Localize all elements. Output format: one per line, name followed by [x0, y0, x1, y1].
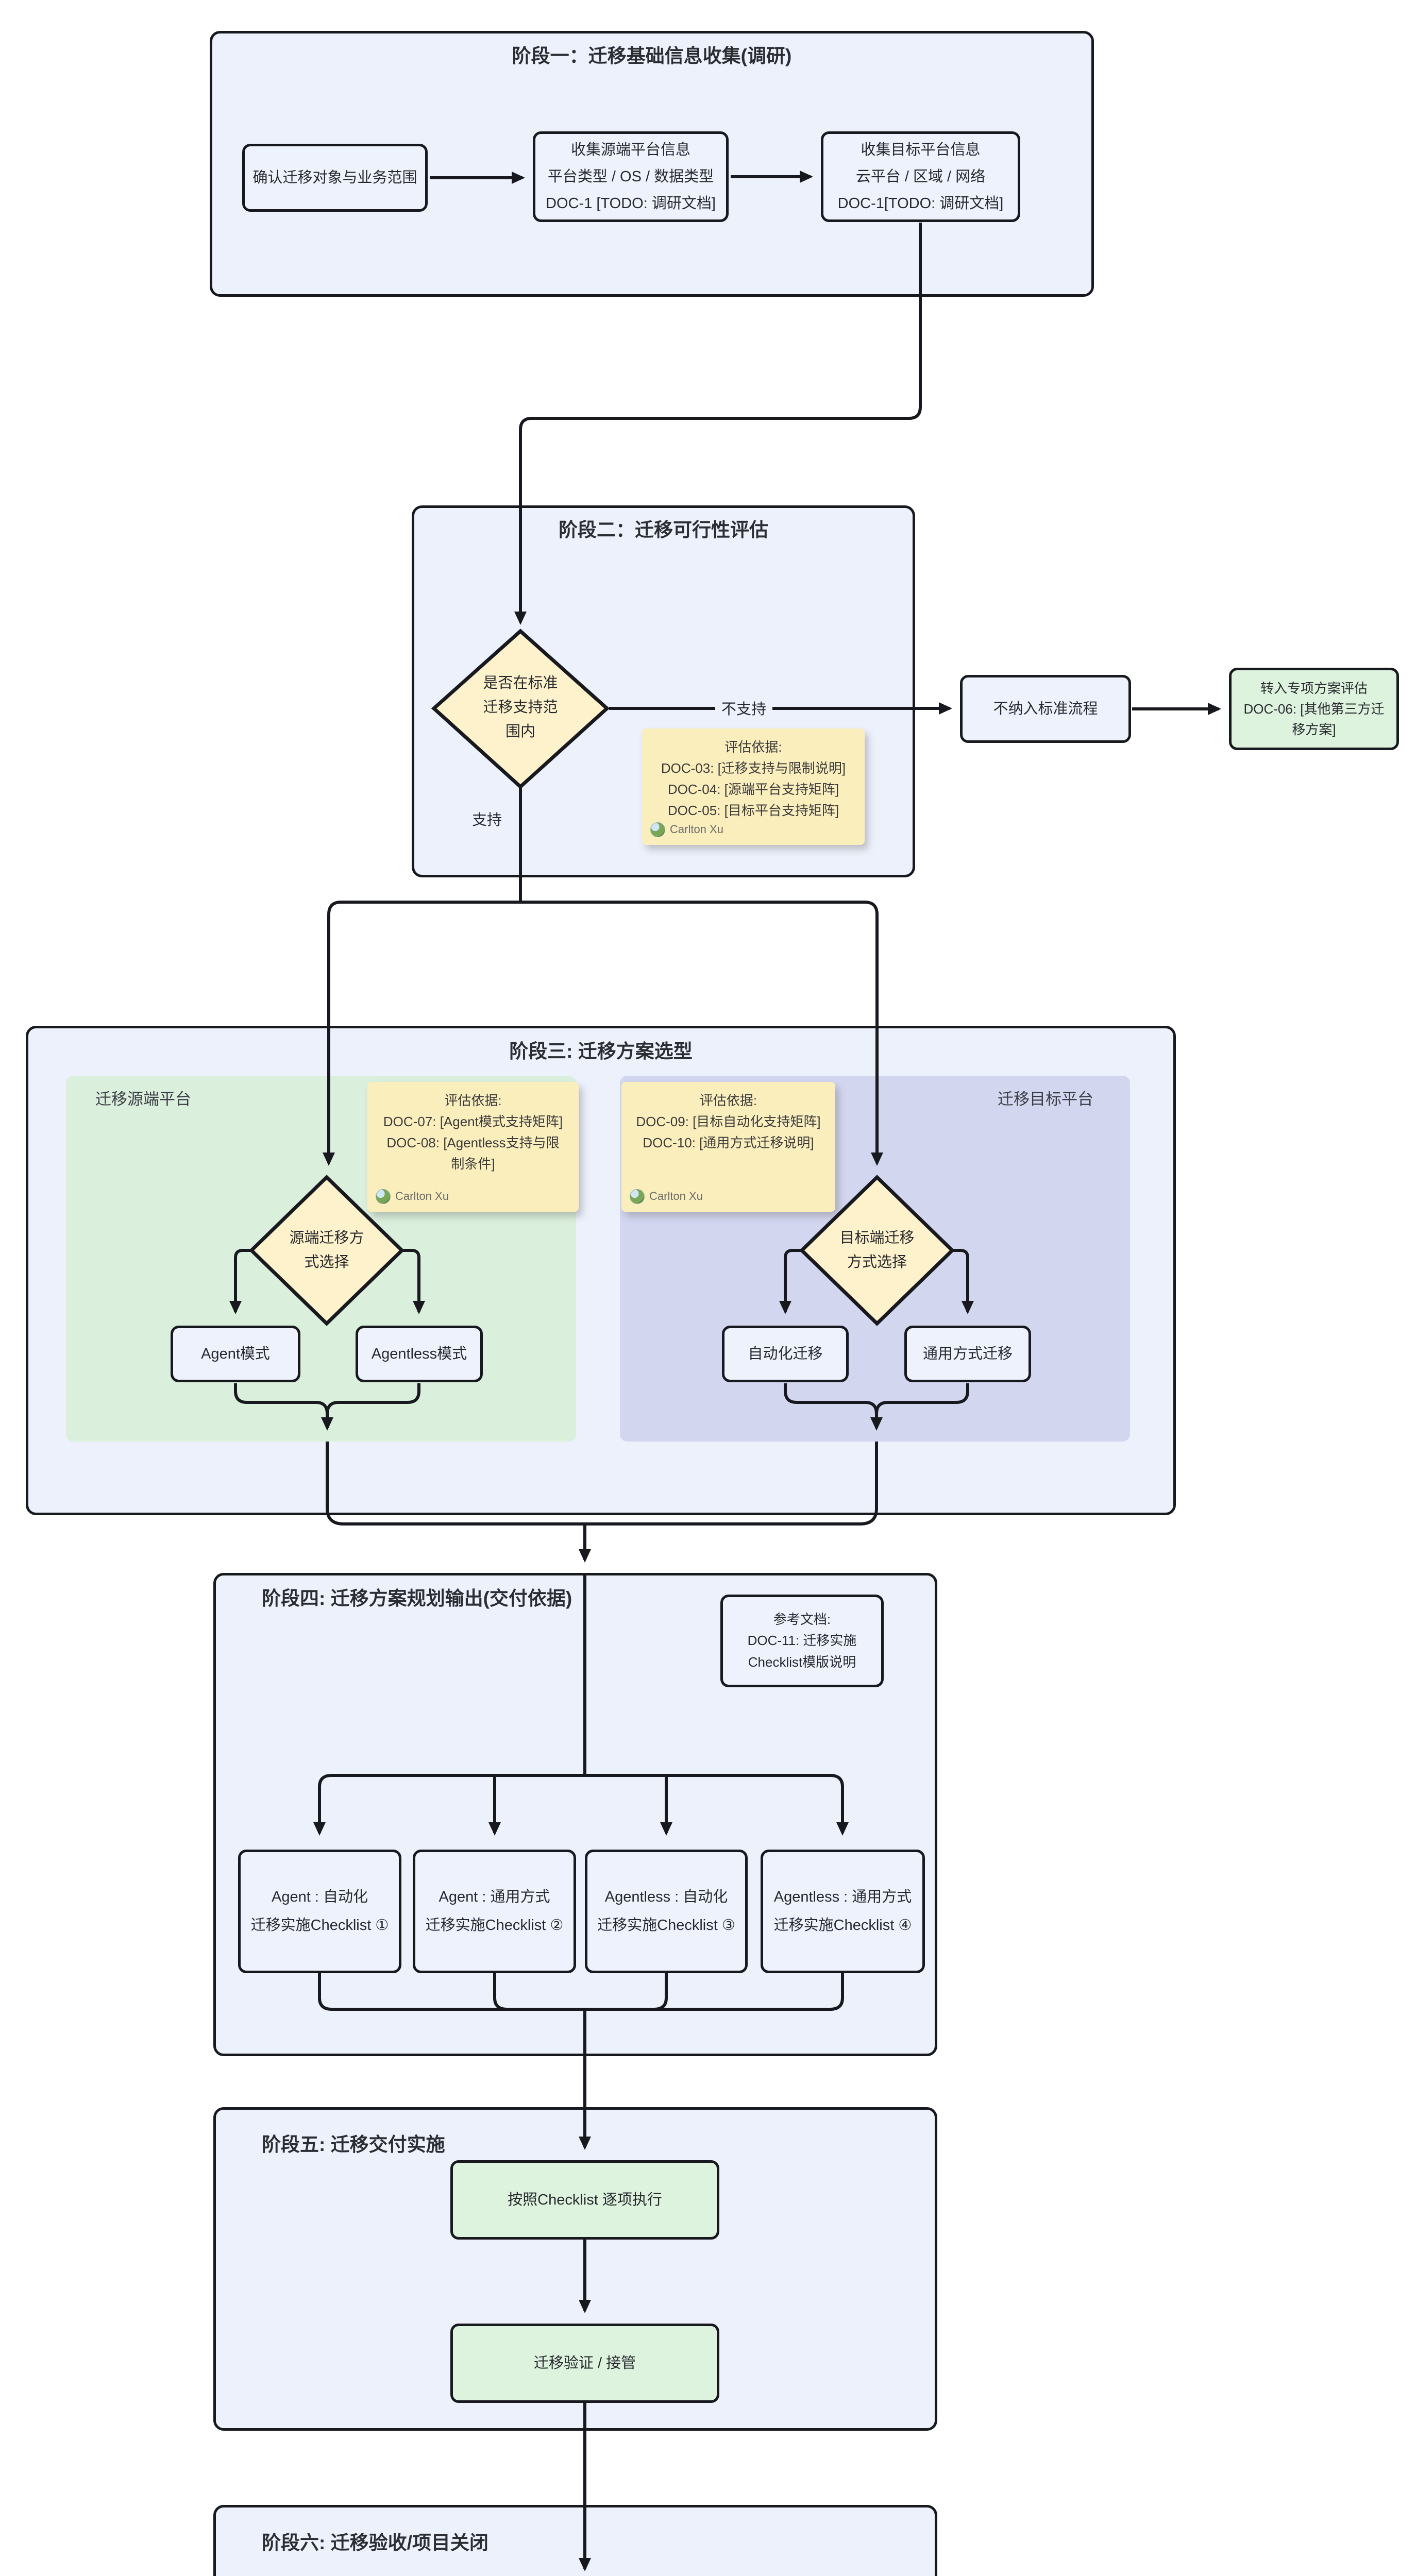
node-text: Agentless : 自动化 — [604, 1888, 728, 1905]
note-feasibility-lines: 评估依据: DOC-03: [迁移支持与限制说明] DOC-04: [源端平台支… — [642, 737, 865, 821]
note-line: DOC-07: [Agent模式支持矩阵] — [383, 1114, 563, 1130]
node-text: 迁移实施Checklist ③ — [597, 1917, 735, 1934]
note-line: DOC-09: [目标自动化支持矩阵] — [636, 1114, 821, 1130]
node-checklist-agent-generic: Agent : 通用方式 迁移实施Checklist ② — [413, 1850, 576, 1973]
carlton-xu-avatar-icon — [376, 1189, 391, 1205]
decision-source-method-diamond — [248, 1175, 405, 1326]
node-checklist-agent-auto: Agent : 自动化 迁移实施Checklist ① — [238, 1850, 401, 1973]
note-line: 评估依据: — [444, 1093, 502, 1108]
source-panel-label: 迁移源端平台 — [95, 1090, 191, 1108]
node-confirm-scope: 确认迁移对象与业务范围 — [242, 144, 428, 212]
node-text: 参考文档: — [773, 1611, 831, 1627]
note-line: 评估依据: — [699, 1093, 757, 1108]
node-checklist-agentless-auto: Agentless : 自动化 迁移实施Checklist ③ — [585, 1850, 748, 1973]
node-text: 平台类型 / OS / 数据类型 — [547, 168, 714, 185]
node-text: 迁移实施Checklist ④ — [773, 1917, 912, 1934]
node-text: 按照Checklist 逐项执行 — [508, 2191, 662, 2208]
node-text: DOC-1[TODO: 调研文档] — [837, 195, 1004, 212]
phase-5-title: 阶段五: 迁移交付实施 — [262, 2134, 445, 2155]
carlton-xu-avatar-icon — [650, 822, 665, 838]
node-text: 迁移验证 / 接管 — [533, 2354, 636, 2371]
watermark-name: Carlton Xu — [395, 1190, 449, 1203]
node-text: 通用方式迁移 — [922, 1345, 1013, 1362]
phase-4-title: 阶段四: 迁移方案规划输出(交付依据) — [262, 1588, 572, 1609]
node-text: 迁移实施Checklist ② — [425, 1917, 564, 1934]
node-text: 自动化迁移 — [748, 1345, 823, 1362]
phase-6-title: 阶段六: 迁移验收/项目关闭 — [262, 2532, 488, 2553]
decision-line: 目标端迁移 — [839, 1230, 915, 1246]
decision-line: 是否在标准 — [483, 675, 558, 691]
note-line: DOC-04: [源端平台支持矩阵] — [667, 782, 839, 798]
decision-target-method-diamond — [799, 1175, 955, 1326]
node-not-standard-process: 不纳入标准流程 — [960, 675, 1131, 743]
decision-line: 源端迁移方 — [289, 1230, 364, 1246]
node-agentless-mode: Agentless模式 — [356, 1326, 483, 1382]
node-text: 迁移实施Checklist ① — [250, 1917, 389, 1934]
watermark: Carlton Xu — [650, 821, 723, 839]
note-line: 制条件] — [451, 1156, 495, 1172]
node-text: Agent : 通用方式 — [439, 1888, 550, 1905]
node-text: Agentless : 通用方式 — [773, 1888, 912, 1905]
node-text: 移方案] — [1292, 722, 1336, 738]
note-line: DOC-03: [迁移支持与限制说明] — [661, 760, 846, 776]
phase-6-container — [213, 2505, 937, 2576]
note-line: 评估依据: — [724, 739, 782, 755]
node-text: Checklist模版说明 — [748, 1654, 856, 1670]
decision-target-method-label: 目标端迁移 方式选择 — [805, 1226, 949, 1275]
node-special-assessment: 转入专项方案评估 DOC-06: [其他第三方迁 移方案] — [1229, 668, 1399, 750]
phase-2-title: 阶段二：迁移可行性评估 — [559, 519, 768, 540]
node-text: 转入专项方案评估 — [1260, 680, 1368, 696]
node-text: DOC-11: 迁移实施 — [747, 1633, 857, 1649]
decision-source-method-label: 源端迁移方 式选择 — [255, 1226, 399, 1275]
node-text: DOC-06: [其他第三方迁 — [1243, 701, 1385, 717]
phase-3-title: 阶段三: 迁移方案选型 — [509, 1041, 693, 1062]
decision-line: 迁移支持范 — [483, 699, 558, 716]
node-text: 云平台 / 区域 / 网络 — [855, 168, 986, 185]
carlton-xu-avatar-icon — [630, 1189, 645, 1205]
phase-1-title: 阶段一：迁移基础信息收集(调研) — [512, 45, 792, 66]
decision-line: 方式选择 — [847, 1253, 907, 1270]
note-source-assessment-basis: 评估依据: DOC-07: [Agent模式支持矩阵] DOC-08: [Age… — [367, 1082, 579, 1212]
node-text: 不纳入标准流程 — [993, 700, 1098, 717]
note-line: DOC-10: [通用方式迁移说明] — [643, 1135, 814, 1151]
target-panel-label: 迁移目标平台 — [998, 1090, 1093, 1108]
edge-label-supported: 支持 — [471, 812, 502, 828]
node-collect-target: 收集目标平台信息 云平台 / 区域 / 网络 DOC-1[TODO: 调研文档] — [821, 131, 1020, 222]
decision-line: 式选择 — [304, 1253, 349, 1270]
note-source-lines: 评估依据: DOC-07: [Agent模式支持矩阵] DOC-08: [Age… — [367, 1090, 579, 1175]
decision-standard-support-label: 是否在标准 迁移支持范 围内 — [448, 671, 593, 744]
watermark-name: Carlton Xu — [649, 1190, 703, 1203]
watermark: Carlton Xu — [630, 1188, 703, 1206]
node-verify-takeover: 迁移验证 / 接管 — [450, 2324, 719, 2403]
note-line: DOC-05: [目标平台支持矩阵] — [667, 803, 839, 819]
node-execute-checklist: 按照Checklist 逐项执行 — [450, 2160, 719, 2240]
note-feasibility-basis: 评估依据: DOC-03: [迁移支持与限制说明] DOC-04: [源端平台支… — [642, 728, 865, 845]
node-text: Agent : 自动化 — [272, 1888, 368, 1905]
node-checklist-agentless-generic: Agentless : 通用方式 迁移实施Checklist ④ — [761, 1850, 925, 1973]
note-line: DOC-08: [Agentless支持与限 — [386, 1135, 560, 1151]
node-auto-migration: 自动化迁移 — [722, 1326, 849, 1382]
node-text: Agentless模式 — [371, 1345, 467, 1362]
node-agent-mode: Agent模式 — [171, 1326, 300, 1382]
node-text: Agent模式 — [201, 1345, 270, 1362]
node-generic-migration: 通用方式迁移 — [904, 1326, 1031, 1382]
decision-line: 围内 — [505, 723, 535, 740]
node-text: 确认迁移对象与业务范围 — [252, 169, 417, 186]
decision-standard-support-diamond — [431, 629, 610, 789]
edge-label-unsupported: 不支持 — [715, 696, 773, 720]
note-target-lines: 评估依据: DOC-09: [目标自动化支持矩阵] DOC-10: [通用方式迁… — [621, 1090, 835, 1154]
watermark: Carlton Xu — [376, 1188, 449, 1206]
node-text: 收集源端平台信息 — [570, 141, 690, 158]
node-text: DOC-1 [TODO: 调研文档] — [546, 195, 716, 212]
node-reference-doc: 参考文档: DOC-11: 迁移实施 Checklist模版说明 — [720, 1595, 884, 1687]
watermark-name: Carlton Xu — [670, 823, 723, 836]
note-target-assessment-basis: 评估依据: DOC-09: [目标自动化支持矩阵] DOC-10: [通用方式迁… — [621, 1082, 835, 1212]
node-collect-source: 收集源端平台信息 平台类型 / OS / 数据类型 DOC-1 [TODO: 调… — [533, 131, 729, 222]
node-text: 收集目标平台信息 — [861, 141, 981, 158]
